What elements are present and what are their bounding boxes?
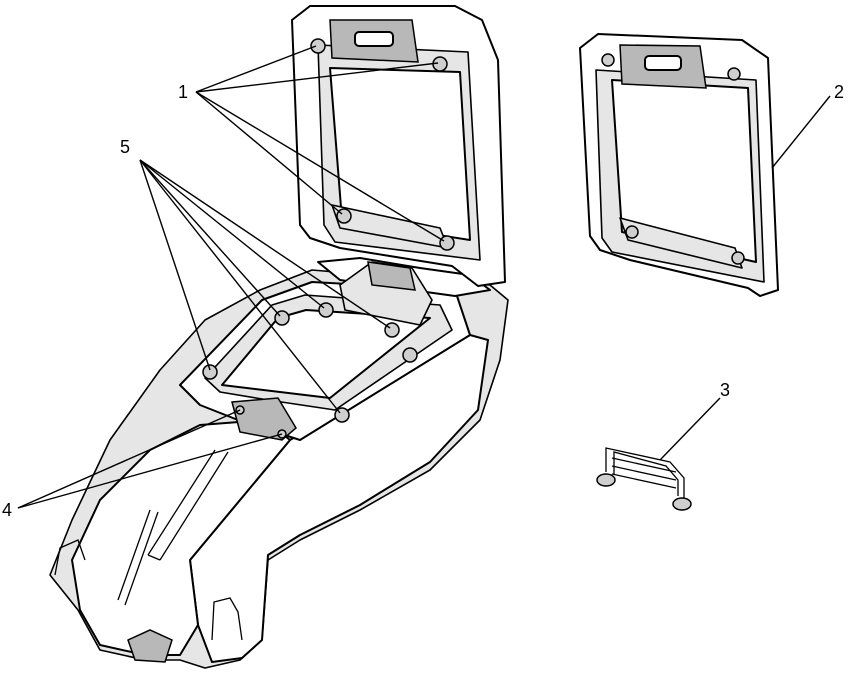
callout-4: 4 <box>2 500 12 520</box>
striker-loop-inner <box>613 451 679 496</box>
striker-bar-2 <box>611 465 677 481</box>
striker-foot-left <box>596 473 616 487</box>
console-rail <box>147 449 229 561</box>
striker-bar-1 <box>611 457 677 473</box>
lid-slot <box>354 31 394 47</box>
compartment-screw <box>202 364 218 380</box>
leader-4a <box>17 409 241 509</box>
lid-screw <box>310 38 326 54</box>
callout-1: 1 <box>178 82 188 102</box>
armrest-lid-removed <box>579 33 779 297</box>
hinge-clip <box>367 261 416 291</box>
latch-striker <box>596 447 692 511</box>
striker-foot-right <box>672 497 692 511</box>
leader-1a <box>195 45 317 93</box>
leader-5b <box>139 159 281 317</box>
leader-5e <box>139 159 341 414</box>
leader-4b <box>17 433 283 509</box>
striker-loop <box>605 447 685 500</box>
compartment-screw <box>384 322 400 338</box>
lid-window <box>329 67 471 241</box>
removed-lid-slot <box>644 55 682 71</box>
striker-bar-3 <box>611 473 677 489</box>
leader-1d <box>195 91 445 242</box>
lid-screw <box>439 235 455 251</box>
leader-5c <box>139 159 325 309</box>
leader-1c <box>195 91 343 215</box>
leader-lines <box>17 45 831 509</box>
armrest-lid-open <box>291 5 506 287</box>
console-bottom-notch-left <box>54 539 86 576</box>
console-side-face <box>189 334 489 663</box>
leader-1b <box>195 62 439 93</box>
leader-5a <box>139 159 211 371</box>
removed-lid-screw <box>601 53 615 67</box>
removed-lid-screw <box>625 225 639 239</box>
leader-5d <box>139 159 391 329</box>
removed-lid-screw <box>727 67 741 81</box>
console-rail-2 <box>117 509 159 606</box>
callout-labels: 1 2 3 4 5 <box>2 82 844 520</box>
callout-3: 3 <box>720 380 730 400</box>
leader-2 <box>771 95 831 169</box>
console-bottom-notch-right <box>211 597 243 641</box>
removed-lid-screw <box>731 251 745 265</box>
leader-3 <box>659 397 721 461</box>
callout-5: 5 <box>120 137 130 157</box>
compartment-screw <box>402 347 418 363</box>
latch-plate <box>231 397 297 441</box>
console-latch-tab <box>127 629 173 663</box>
callout-2: 2 <box>834 82 844 102</box>
